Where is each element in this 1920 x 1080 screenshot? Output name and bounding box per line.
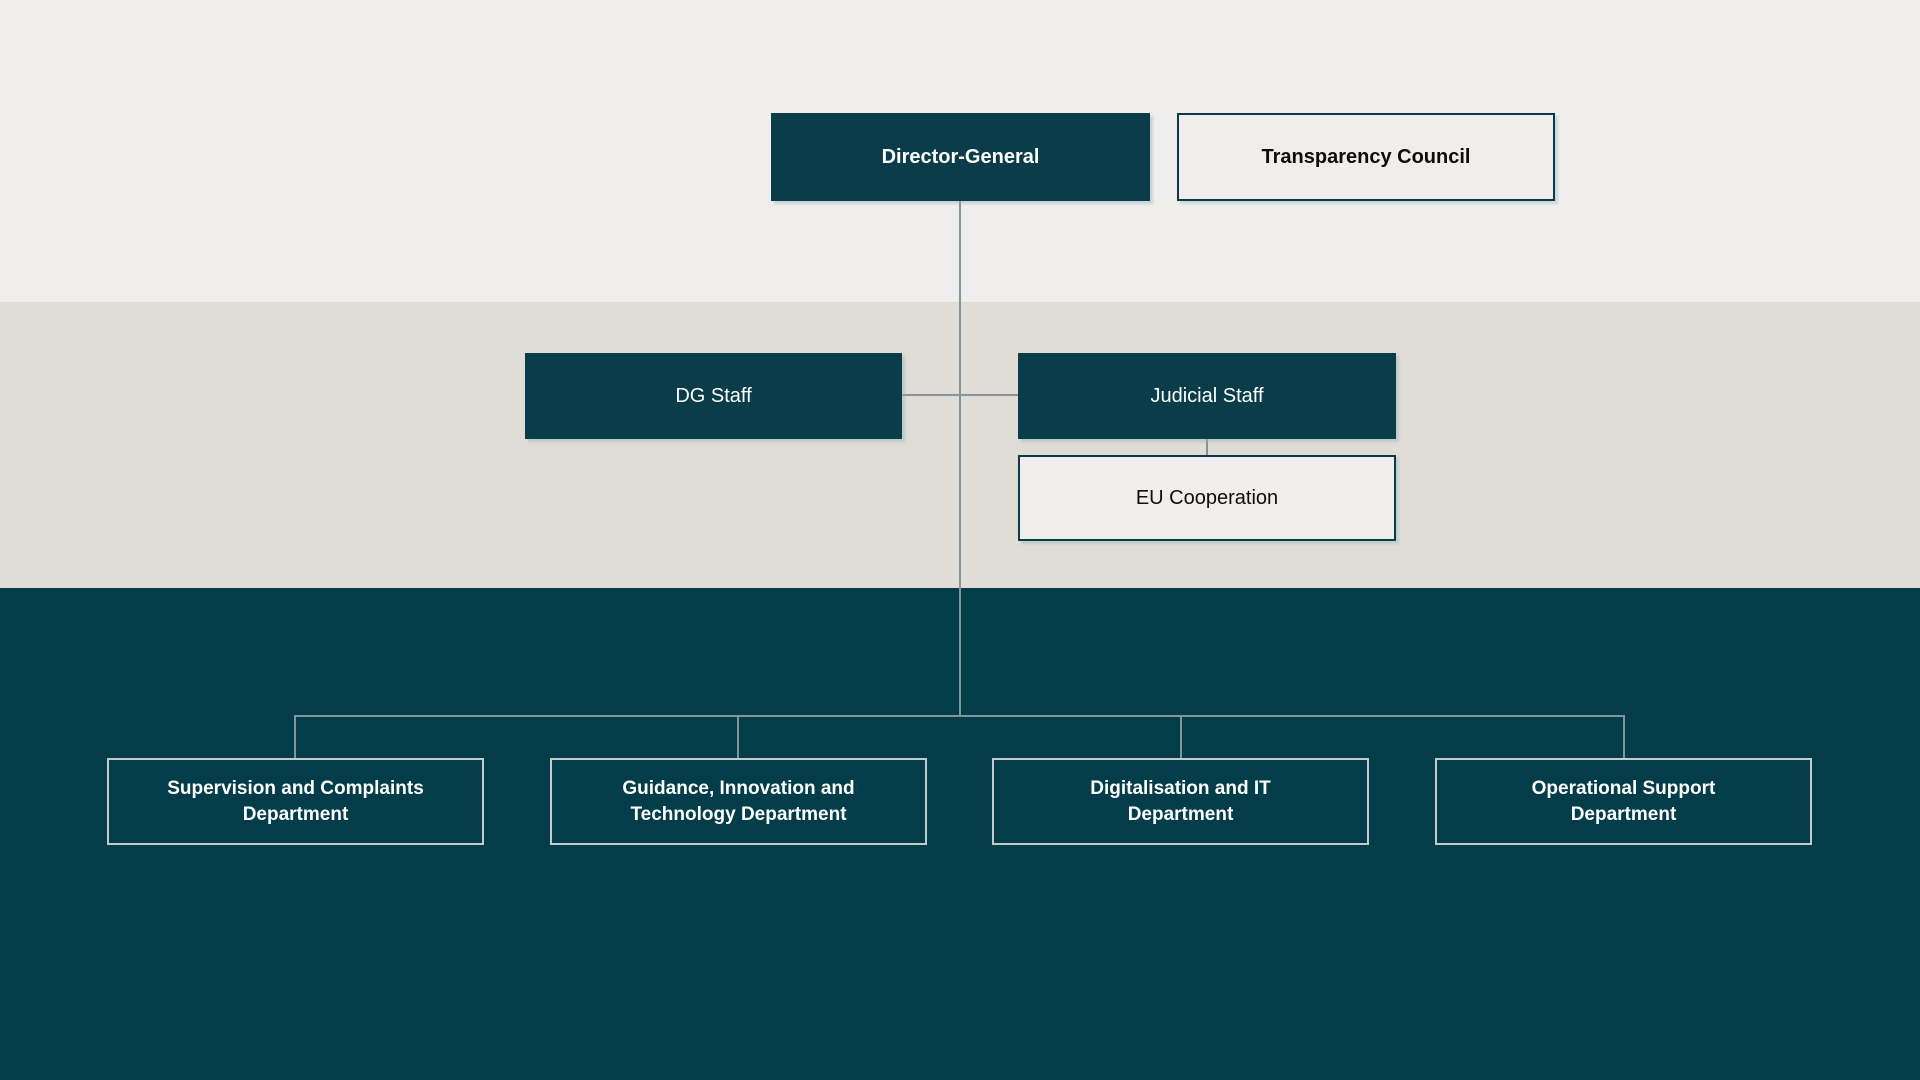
connector-stub-department-4 — [1623, 717, 1625, 759]
transparency-council-label: Transparency Council — [1261, 145, 1471, 168]
connector-departments-horizontal — [294, 715, 1625, 717]
org-node-judicial-staff: Judicial Staff — [1018, 353, 1396, 439]
digitalisation-it-department-label: Digitalisation and IT Department — [1090, 777, 1271, 825]
operational-support-department-label: Operational Support Department — [1531, 777, 1716, 825]
org-node-guidance-innovation-technology-department: Guidance, Innovation and Technology Depa… — [550, 758, 927, 845]
connector-dg-staff-judicial-staff — [901, 394, 1018, 396]
connector-judicial-staff-eu-cooperation — [1206, 439, 1208, 455]
dg-staff-label: DG Staff — [675, 384, 752, 407]
org-node-director-general: Director-General — [771, 113, 1150, 201]
director-general-label: Director-General — [881, 145, 1040, 168]
guidance-innovation-technology-department-label: Guidance, Innovation and Technology Depa… — [622, 777, 855, 825]
org-node-dg-staff: DG Staff — [525, 353, 902, 439]
org-node-transparency-council: Transparency Council — [1177, 113, 1555, 201]
supervision-complaints-department-label: Supervision and Complaints Department — [167, 777, 424, 825]
connector-stub-department-3 — [1180, 717, 1182, 759]
org-node-eu-cooperation: EU Cooperation — [1018, 455, 1396, 541]
org-node-supervision-complaints-department: Supervision and Complaints Department — [107, 758, 484, 845]
connector-stub-department-2 — [737, 717, 739, 759]
org-node-operational-support-department: Operational Support Department — [1435, 758, 1812, 845]
eu-cooperation-label: EU Cooperation — [1135, 486, 1279, 509]
judicial-staff-label: Judicial Staff — [1150, 384, 1264, 407]
connector-trunk — [959, 201, 961, 716]
connector-stub-department-1 — [294, 717, 296, 759]
org-node-digitalisation-it-department: Digitalisation and IT Department — [992, 758, 1369, 845]
